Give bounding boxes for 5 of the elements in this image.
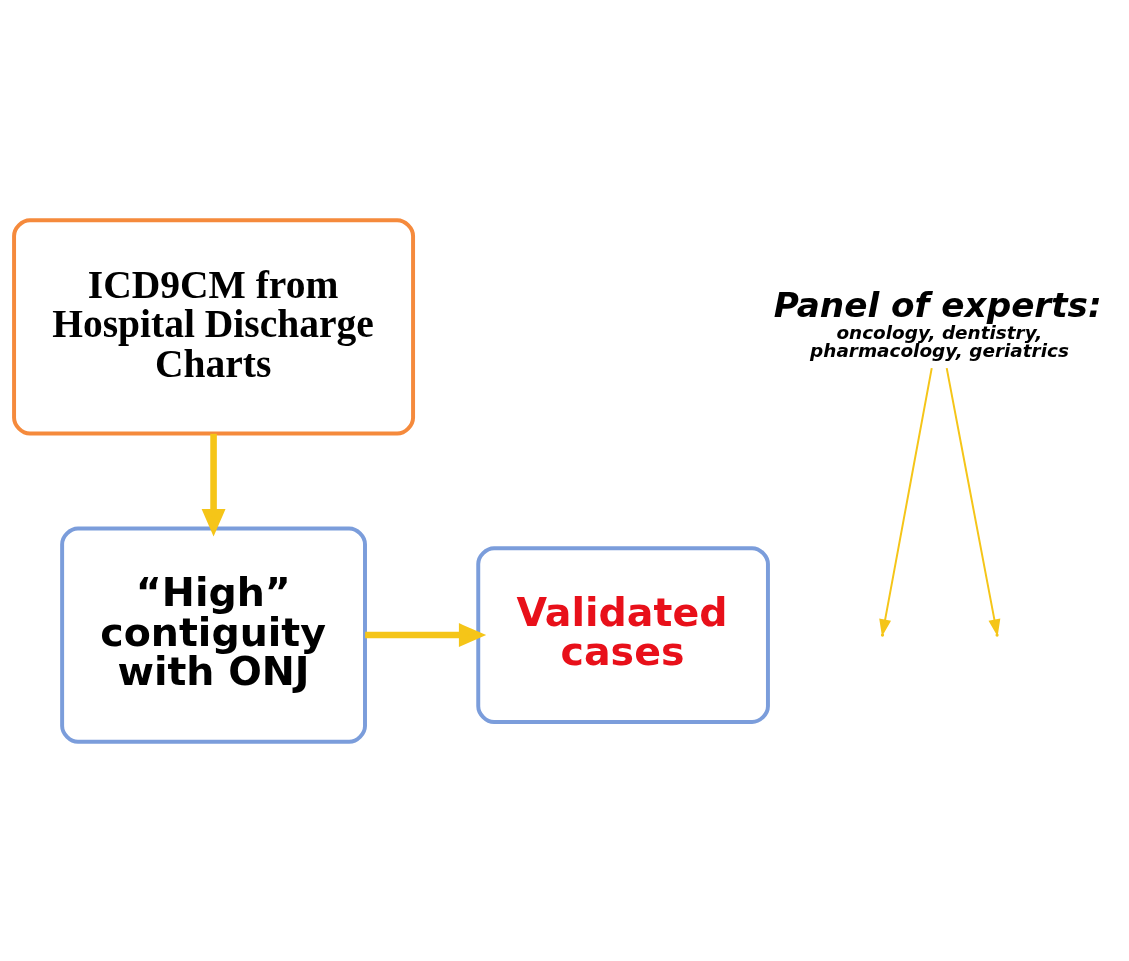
node-box: ICD9CM from Hospital Discharge Charts — [12, 217, 416, 436]
node-box: “High” contiguity with ONJ — [60, 525, 367, 744]
arrow — [201, 433, 226, 536]
node-text: Panel of experts: oncology, dentistry, pharmacology, geriatrics — [773, 284, 1102, 361]
node-box: Validated cases — [476, 545, 770, 724]
